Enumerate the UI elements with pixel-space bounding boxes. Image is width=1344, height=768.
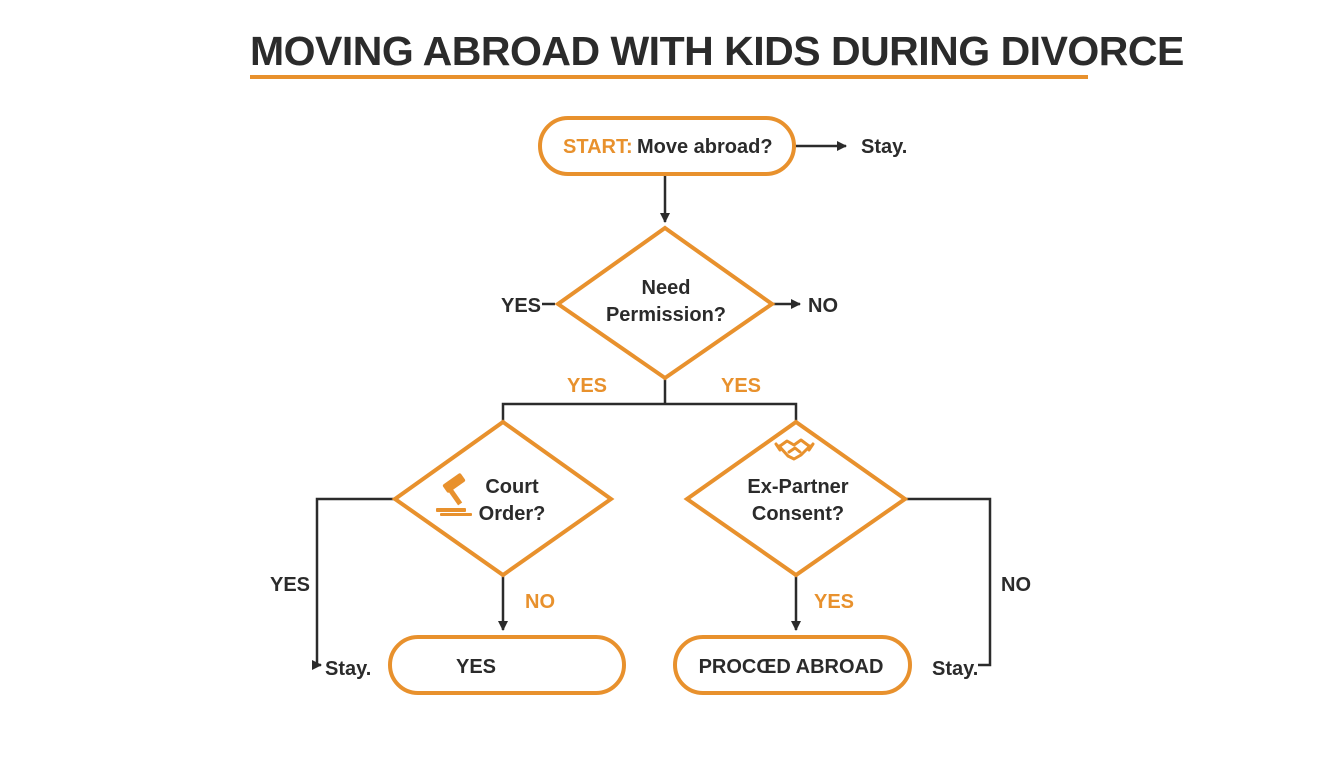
court-order-line1: Court (485, 476, 539, 498)
handshake-icon (774, 438, 815, 461)
page-title: MOVING ABROAD WITH KIDS DURING DIVORCE (250, 28, 1184, 74)
ex-partner-line1: Ex-Partner (747, 476, 848, 498)
edge-branch-left (501, 402, 665, 422)
label-branch-yes-left: YES (567, 375, 607, 397)
title-underline (250, 75, 1088, 79)
label-consent-yes: YES (814, 591, 854, 613)
edge-consent-no-to-stay (906, 497, 992, 667)
yes-result-label: YES (456, 656, 496, 678)
label-consent-no: NO (1001, 574, 1031, 596)
court-order-node: Court Order? (391, 419, 615, 578)
edge-branch-right (665, 402, 798, 422)
gavel-icon (436, 473, 472, 516)
start-node: START: Move abroad? (538, 116, 796, 176)
proceed-abroad-label: PROCŒD ABROAD (699, 656, 884, 678)
court-order-line2: Order? (479, 503, 546, 525)
label-permission-no-right: NO (808, 295, 838, 317)
yes-result-node: YES (388, 635, 626, 695)
proceed-abroad-node: PROCŒD ABROAD (673, 635, 912, 695)
edge-court-yes-to-stay (312, 497, 395, 670)
label-court-no: NO (525, 591, 555, 613)
need-permission-node: Need Permission? (554, 225, 776, 381)
label-branch-yes-right: YES (721, 375, 761, 397)
ex-partner-line2: Consent? (752, 503, 844, 525)
need-permission-line2: Permission? (606, 304, 726, 326)
ex-partner-consent-node: Ex-Partner Consent? (683, 419, 909, 578)
start-label: Move abroad? (637, 136, 773, 158)
stay-top-label: Stay. (861, 136, 907, 158)
label-permission-yes-left: YES (501, 295, 541, 317)
start-prefix: START: (563, 136, 633, 158)
label-court-yes: YES (270, 574, 310, 596)
stay-left-label: Stay. (325, 658, 371, 680)
connectors (312, 141, 992, 670)
stay-right-label: Stay. (932, 658, 978, 680)
need-permission-line1: Need (642, 277, 691, 299)
